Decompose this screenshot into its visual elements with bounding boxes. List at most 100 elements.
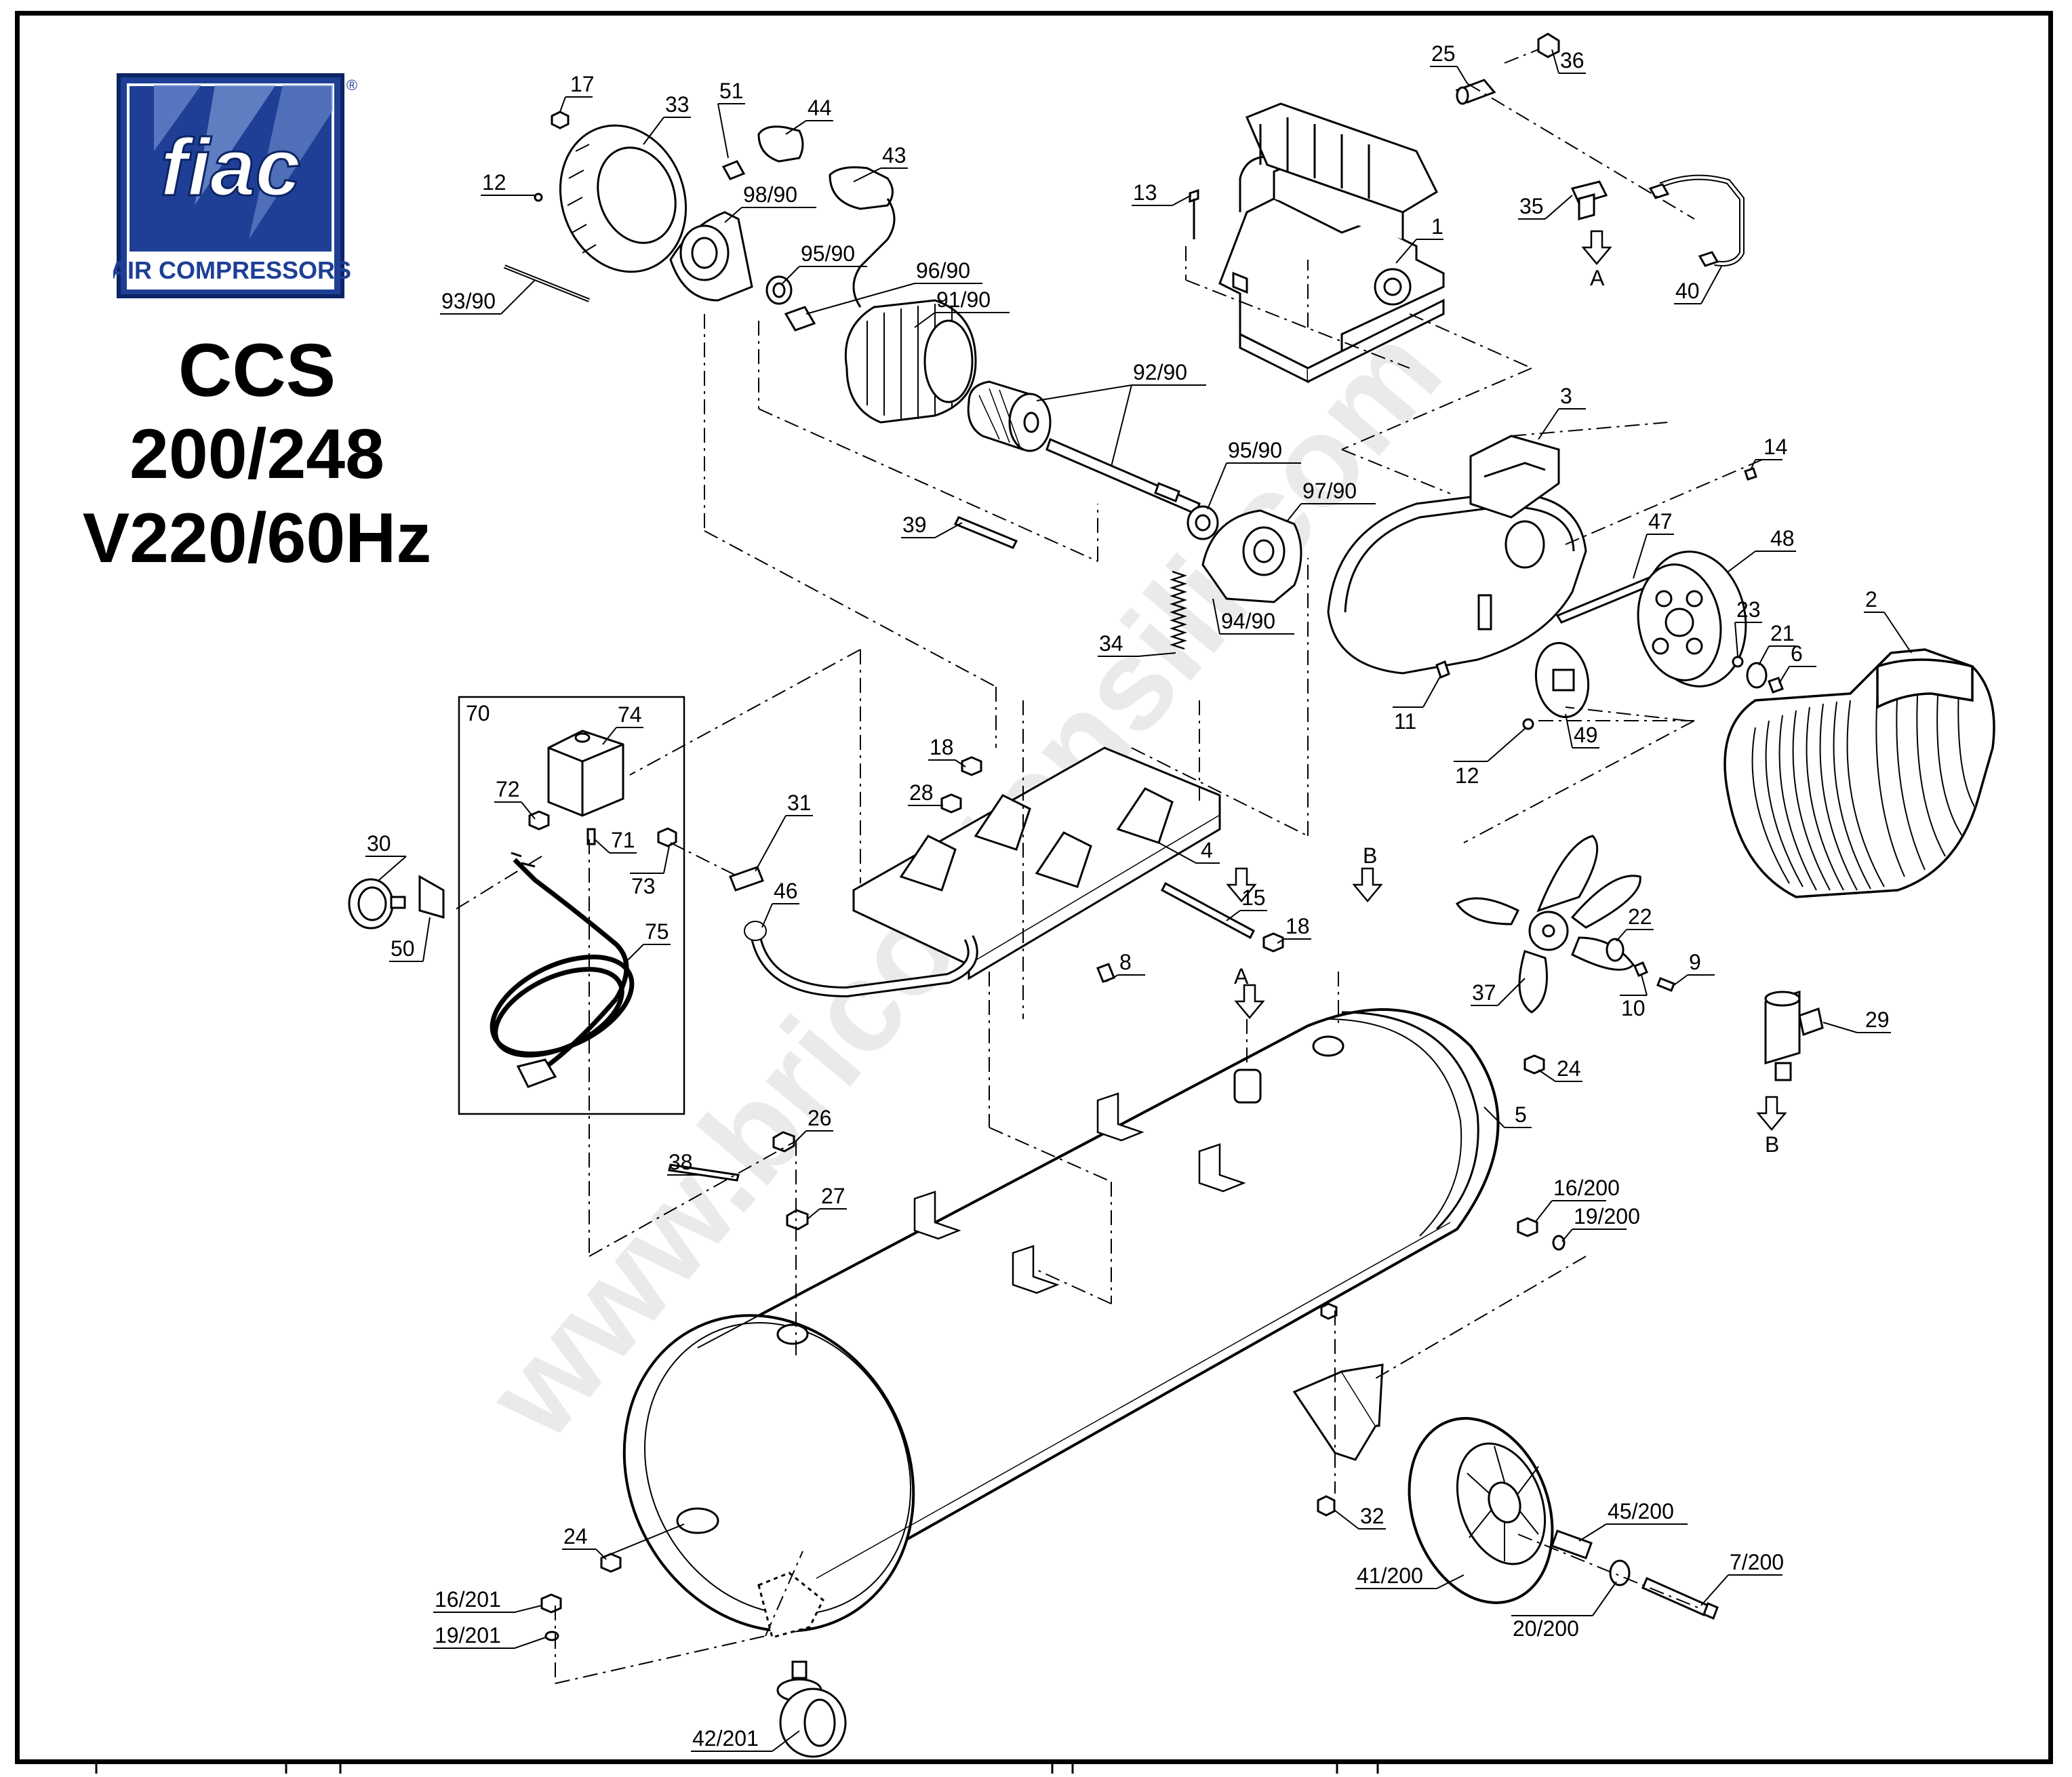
callout-40: 40 bbox=[1675, 279, 1700, 303]
callout-29: 29 bbox=[1865, 1007, 1890, 1032]
callout-36: 36 bbox=[1560, 48, 1585, 73]
registered-mark: ® bbox=[346, 77, 357, 94]
pump-bolt bbox=[1189, 188, 1199, 239]
fitting-72 bbox=[528, 810, 550, 831]
callout-94-90: 94/90 bbox=[1221, 609, 1275, 633]
callout-10: 10 bbox=[1621, 996, 1646, 1020]
callout-6: 6 bbox=[1791, 641, 1803, 666]
motor-shaft bbox=[1045, 437, 1201, 516]
callout-71: 71 bbox=[611, 828, 635, 852]
motor-stator bbox=[844, 299, 977, 424]
washer-19-200 bbox=[1552, 1235, 1566, 1251]
callout-8: 8 bbox=[1119, 950, 1132, 974]
washer-19-201 bbox=[544, 1631, 559, 1641]
nut-16-200 bbox=[1517, 1217, 1538, 1237]
callout-44: 44 bbox=[808, 96, 832, 120]
callout-22: 22 bbox=[1628, 904, 1652, 929]
elbow-fitting bbox=[1570, 180, 1608, 220]
callout-98-90: 98/90 bbox=[743, 182, 797, 207]
callout-51: 51 bbox=[719, 79, 744, 103]
nut-17 bbox=[551, 111, 570, 129]
tank-nut bbox=[1320, 1302, 1338, 1320]
callout-28: 28 bbox=[909, 780, 934, 805]
callout-72: 72 bbox=[496, 777, 520, 801]
bolt-6 bbox=[1768, 677, 1784, 694]
pressure-switch-group-box bbox=[458, 696, 685, 1115]
callout-24-top: 24 bbox=[1557, 1056, 1581, 1081]
callout-5: 5 bbox=[1515, 1102, 1527, 1127]
callout-26: 26 bbox=[808, 1106, 832, 1130]
plug-27 bbox=[786, 1209, 809, 1231]
callout-37: 37 bbox=[1472, 980, 1496, 1005]
callout-73: 73 bbox=[631, 874, 656, 898]
callout-27: 27 bbox=[821, 1184, 845, 1208]
delivery-pipe bbox=[1648, 174, 1745, 267]
nut-18a bbox=[961, 756, 982, 776]
callout-50: 50 bbox=[391, 936, 415, 961]
flow-arrow-a-top bbox=[1581, 230, 1612, 265]
belt-guard-rear bbox=[1327, 435, 1587, 675]
flow-arrows bbox=[1226, 867, 1787, 1131]
model-capacity: 200/248 bbox=[130, 415, 384, 494]
nut-18b bbox=[1262, 932, 1284, 953]
screw-12 bbox=[534, 193, 543, 202]
model-power: V220/60Hz bbox=[82, 499, 432, 578]
plug-24-top bbox=[1523, 1054, 1545, 1075]
flywheel-pulley bbox=[1637, 551, 1747, 687]
callout-35: 35 bbox=[1519, 194, 1544, 218]
fitting-26 bbox=[772, 1131, 795, 1153]
axle-parts bbox=[1551, 1530, 1719, 1620]
callout-43: 43 bbox=[882, 143, 906, 167]
model-series: CCS bbox=[178, 329, 336, 412]
tank-brackets bbox=[913, 1092, 1246, 1294]
nut-10 bbox=[1633, 961, 1648, 977]
fiac-logo: fiac AIR COMPRESSORS ® bbox=[110, 70, 363, 300]
pin-39 bbox=[953, 516, 1018, 549]
callout-42-201: 42/201 bbox=[692, 1726, 759, 1751]
callout-18-lower: 18 bbox=[1286, 914, 1310, 938]
assembly-guide-lines bbox=[453, 49, 1763, 1684]
through-bolt bbox=[503, 264, 591, 302]
drain-valve-32 bbox=[1317, 1495, 1336, 1517]
callout-labels: 1 2 3 4 5 6 7/200 8 9 10 11 12 12 13 14 … bbox=[367, 41, 1890, 1751]
pressure-gauge bbox=[348, 878, 406, 930]
callout-13: 13 bbox=[1133, 180, 1157, 205]
callout-24-bottom: 24 bbox=[563, 1524, 588, 1549]
fitting-73 bbox=[657, 827, 677, 847]
callout-32: 32 bbox=[1360, 1504, 1384, 1528]
nut-28 bbox=[940, 793, 962, 814]
callout-39: 39 bbox=[902, 513, 927, 537]
callout-19-200: 19/200 bbox=[1574, 1204, 1640, 1229]
stud-15 bbox=[1161, 881, 1255, 940]
callout-38: 38 bbox=[669, 1150, 693, 1174]
pressure-switch bbox=[547, 730, 624, 817]
callout-41-200: 41/200 bbox=[1357, 1563, 1423, 1588]
castor-wheel bbox=[757, 1572, 847, 1758]
nut-16-201 bbox=[540, 1593, 562, 1614]
callout-leaders bbox=[365, 49, 1912, 1752]
callout-20-200: 20/200 bbox=[1513, 1616, 1579, 1641]
screw-14 bbox=[1744, 467, 1757, 481]
callout-47: 47 bbox=[1648, 509, 1673, 534]
wheel-bracket bbox=[1292, 1363, 1384, 1461]
callout-7-200: 7/200 bbox=[1730, 1550, 1784, 1574]
callout-12-lower: 12 bbox=[1455, 763, 1479, 788]
callout-70: 70 bbox=[466, 701, 490, 725]
callout-17: 17 bbox=[570, 72, 595, 96]
callout-4: 4 bbox=[1201, 838, 1213, 862]
wheel bbox=[1408, 1417, 1554, 1604]
tee-fitting bbox=[1455, 33, 1560, 105]
callout-19-201: 19/201 bbox=[435, 1623, 501, 1648]
flow-marker-a-top: A bbox=[1590, 266, 1605, 290]
washer-21 bbox=[1746, 662, 1768, 689]
pump-head bbox=[1218, 102, 1445, 384]
motor-rotor bbox=[967, 380, 1052, 452]
power-cable bbox=[490, 852, 635, 1088]
callout-30: 30 bbox=[367, 831, 391, 856]
callout-2: 2 bbox=[1865, 587, 1877, 612]
diagram-frame: fiac AIR COMPRESSORS ® CCS 200/248 V220/… bbox=[15, 11, 2053, 1764]
key-23 bbox=[1732, 656, 1744, 668]
logo-tagline: AIR COMPRESSORS bbox=[113, 256, 351, 284]
callout-18-upper: 18 bbox=[930, 735, 954, 759]
logo-wordmark: fiac bbox=[161, 122, 301, 213]
